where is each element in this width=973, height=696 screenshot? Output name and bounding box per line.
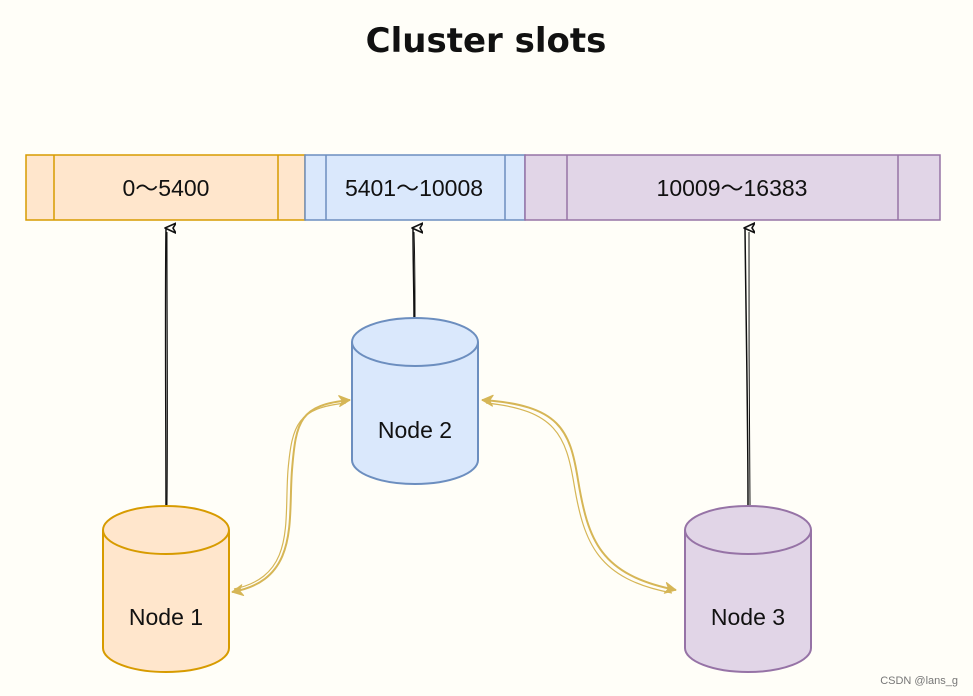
slot-range-2: 5401～10008 — [304, 154, 526, 221]
node-1-label: Node 1 — [129, 604, 203, 630]
slot-range-3: 10009～16383 — [524, 154, 941, 221]
node1-node2-link — [231, 395, 351, 596]
node-3-label: Node 3 — [711, 604, 785, 630]
slot-range-1-label: 0～5400 — [123, 175, 210, 201]
node-2-cylinder: Node 2 — [351, 317, 479, 485]
node2-node3-link — [481, 394, 677, 594]
slot-range-3-label: 10009～16383 — [657, 175, 808, 201]
node1-to-slot-arrow — [166, 228, 168, 506]
node-1-cylinder: Node 1 — [102, 505, 230, 673]
watermark: CSDN @lans_g — [880, 675, 958, 687]
node3-to-slot-arrow — [745, 228, 750, 506]
node-2-label: Node 2 — [378, 417, 452, 443]
node-3-cylinder: Node 3 — [684, 505, 812, 673]
node2-to-slot-arrow — [413, 228, 415, 319]
slot-range-2-label: 5401～10008 — [345, 175, 483, 201]
slot-range-1: 0～5400 — [25, 154, 306, 221]
diagram-title: Cluster slots — [366, 21, 607, 61]
